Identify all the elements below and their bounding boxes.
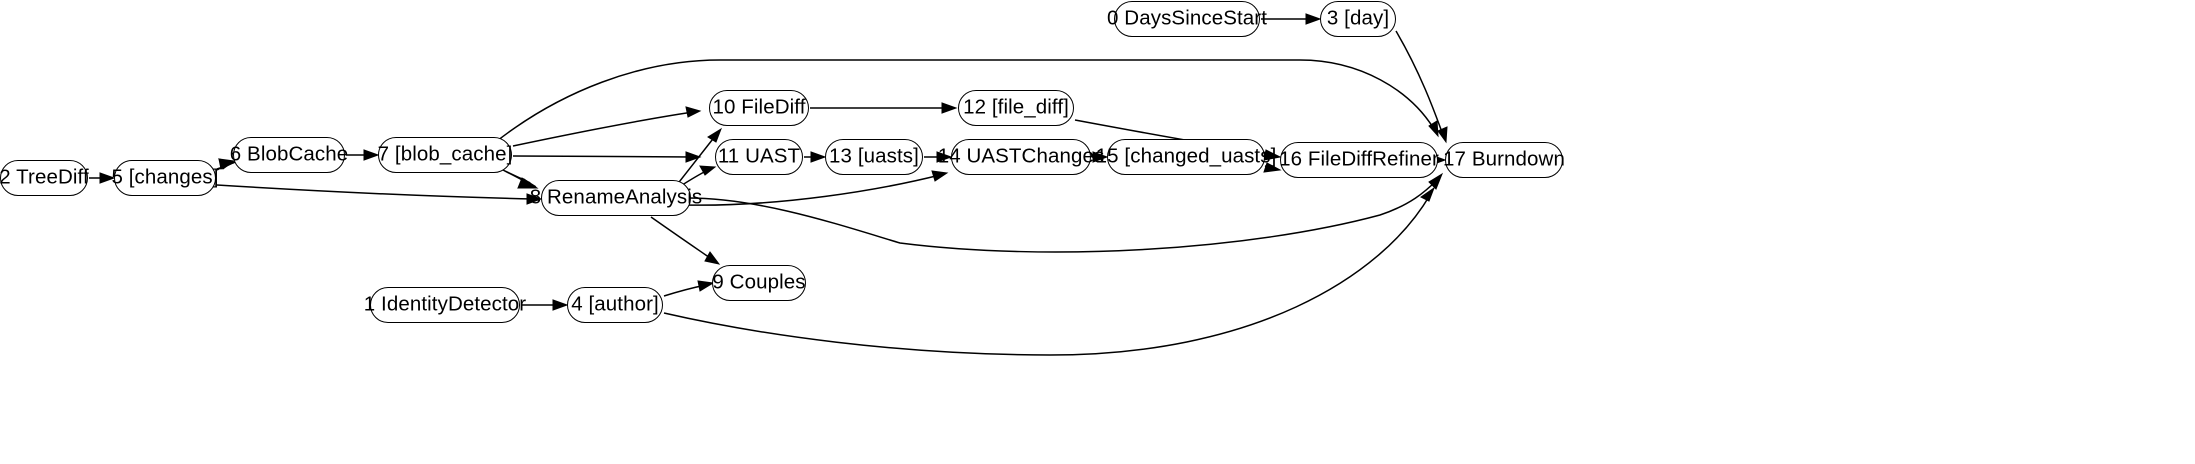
- graph-node-0[interactable]: 0 DaysSinceStart: [1107, 1, 1267, 37]
- graph-node-label: 1 IdentityDetector: [363, 292, 527, 316]
- graph-node-label: 5 [changes]: [111, 165, 219, 189]
- arrowhead-1-to-4: [552, 299, 569, 311]
- graph-node-label: 2 TreeDiff: [0, 165, 89, 189]
- graph-node-label: 16 FileDiffRefiner: [1279, 147, 1439, 171]
- graph-node-7[interactable]: 7 [blob_cache]: [378, 137, 512, 173]
- arrowhead-8-to-11: [699, 165, 717, 176]
- arrowhead-3-to-17: [1437, 126, 1448, 144]
- graph-node-2[interactable]: 2 TreeDiff: [0, 160, 89, 196]
- graph-node-4[interactable]: 4 [author]: [567, 287, 663, 323]
- graph-edge-4-to-9: [663, 284, 707, 297]
- graph-edge-7-to-8: [502, 169, 531, 185]
- arrowhead-0-to-3: [1305, 13, 1322, 25]
- graph-edge-8-to-10: [675, 134, 717, 187]
- arrowhead-7-to-10: [685, 106, 702, 118]
- graph-edge-5-to-8: [216, 184, 535, 200]
- graph-edge-8-to-9: [650, 216, 714, 261]
- graph-edge-7-to-11: [512, 155, 694, 158]
- graph-node-label: 10 FileDiff: [712, 95, 806, 119]
- graph-node-14[interactable]: 14 UASTChanges: [938, 139, 1104, 175]
- graph-node-15[interactable]: 15 [changed_uasts]: [1096, 139, 1276, 175]
- graph-node-9[interactable]: 9 Couples: [712, 265, 806, 301]
- arrowhead-7-to-17: [1428, 120, 1439, 138]
- graph-node-label: 7 [blob_cache]: [377, 142, 513, 166]
- arrowhead-11-to-13: [810, 151, 827, 163]
- graph-node-label: 8 RenameAnalysis: [529, 185, 703, 209]
- graph-node-label: 3 [day]: [1326, 6, 1390, 30]
- graph-node-13[interactable]: 13 [uasts]: [825, 139, 923, 175]
- graph-edge-8-to-14: [683, 174, 941, 206]
- graph-node-label: 15 [changed_uasts]: [1095, 144, 1277, 168]
- graph-node-1[interactable]: 1 IdentityDetector: [364, 287, 526, 323]
- graph-node-12[interactable]: 12 [file_diff]: [958, 90, 1074, 126]
- arrowhead-8-to-10: [707, 127, 722, 143]
- arrowhead-8-to-14: [931, 170, 949, 182]
- graph-node-label: 12 [file_diff]: [963, 95, 1069, 119]
- graph-edge-7-to-10: [512, 111, 694, 147]
- graph-node-label: 14 UASTChanges: [937, 144, 1105, 168]
- graph-node-label: 9 Couples: [712, 270, 806, 294]
- graph-node-3[interactable]: 3 [day]: [1320, 1, 1396, 37]
- arrowhead-7-to-11: [685, 151, 702, 163]
- arrowhead-8-to-9: [704, 251, 721, 265]
- graph-node-17[interactable]: 17 Burndown: [1443, 142, 1565, 178]
- graph-node-16[interactable]: 16 FileDiffRefiner: [1279, 142, 1439, 178]
- graph-node-11[interactable]: 11 UAST: [715, 139, 803, 175]
- graph-node-label: 11 UAST: [717, 144, 801, 168]
- arrowhead-10-to-12: [941, 102, 958, 114]
- graph-node-10[interactable]: 10 FileDiff: [709, 90, 809, 126]
- graph-edge-3-to-17: [1395, 30, 1444, 136]
- graph-node-label: 13 [uasts]: [829, 144, 919, 168]
- graph-edge-7-to-8: [504, 170, 531, 184]
- graph-node-label: 6 BlobCache: [229, 142, 349, 166]
- graph-node-label: 0 DaysSinceStart: [1107, 6, 1267, 30]
- graph-edge-8-to-17: [687, 179, 1438, 253]
- arrowhead-4-to-17: [1420, 186, 1436, 202]
- graph-node-8[interactable]: 8 RenameAnalysis: [530, 180, 702, 216]
- graph-node-label: 4 [author]: [571, 292, 659, 316]
- graph-node-5[interactable]: 5 [changes]: [111, 160, 218, 196]
- graph-node-label: 17 Burndown: [1443, 147, 1565, 171]
- graph-node-6[interactable]: 6 BlobCache: [230, 137, 348, 173]
- arrowhead-8-to-17: [1428, 172, 1444, 190]
